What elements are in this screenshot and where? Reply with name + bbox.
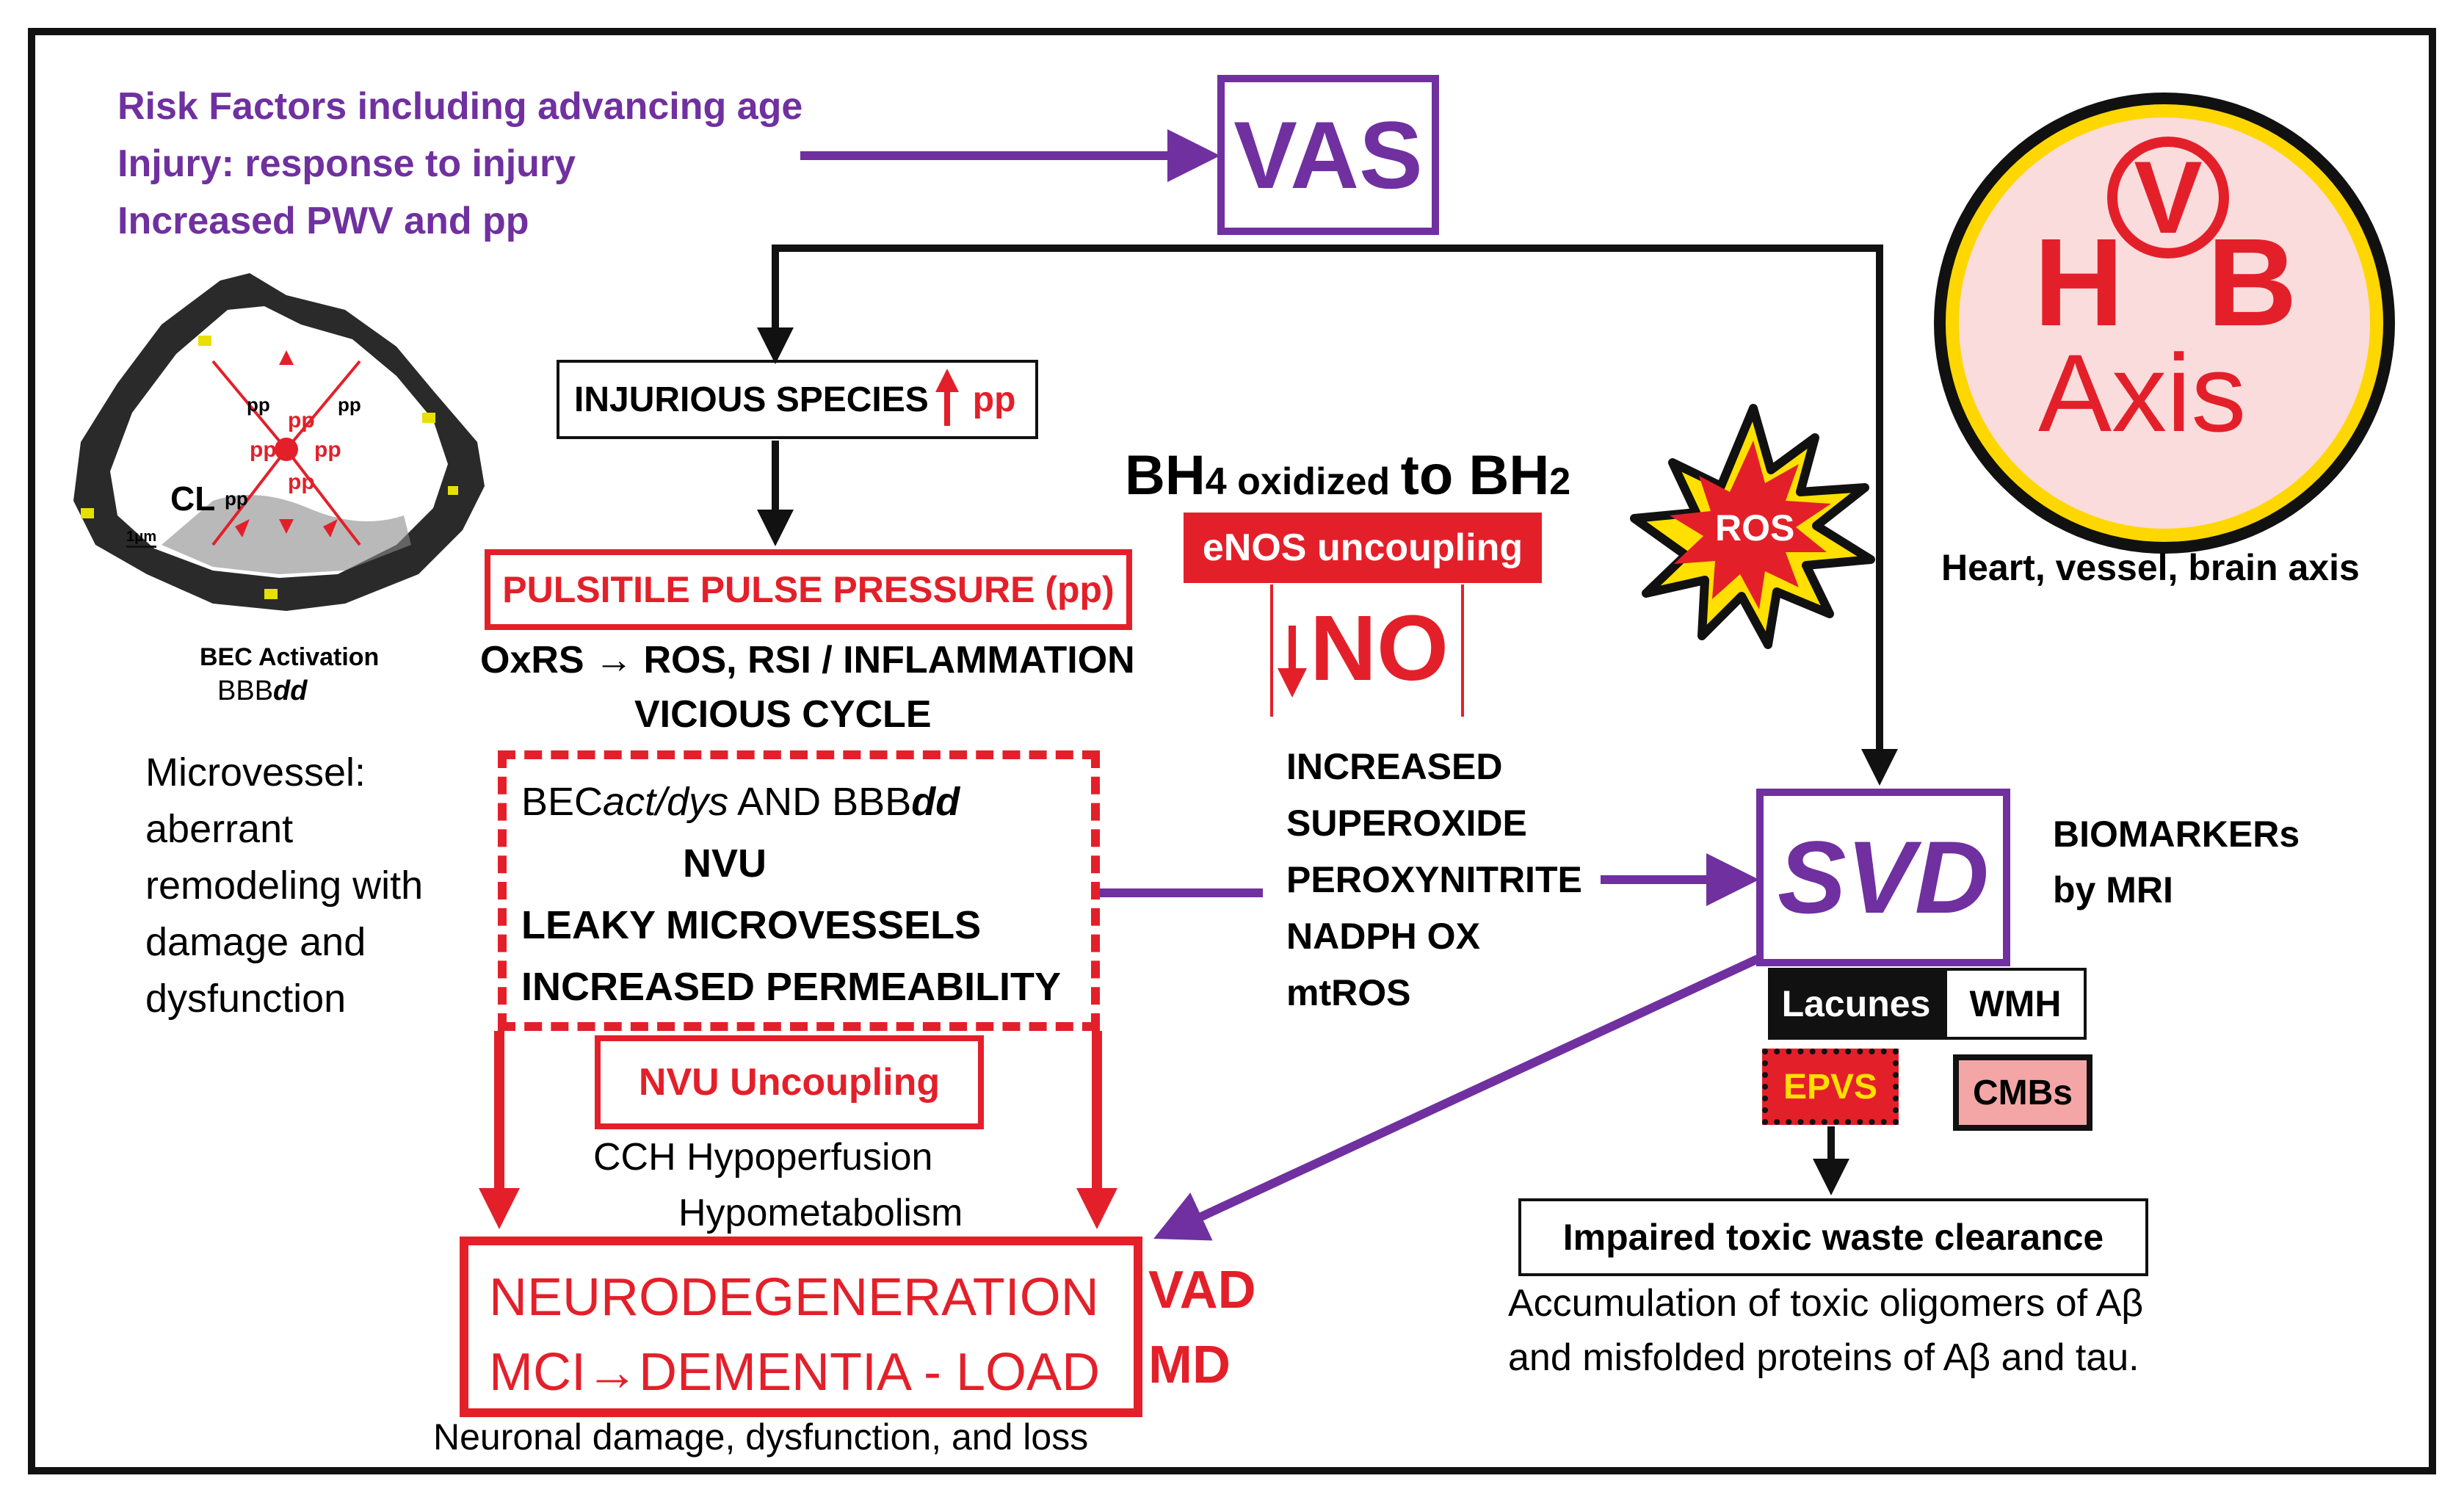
accumulation-line: Accumulation of toxic oligomers of Aβ: [1508, 1282, 2144, 1325]
neuronal-damage-text: Neuronal damage, dysfunction, and loss: [433, 1416, 1089, 1458]
biomarkers-line: BIOMARKERs: [2053, 814, 2300, 855]
wmh-badge: WMH: [1944, 968, 2087, 1040]
micro-pp-label: pp: [338, 394, 361, 416]
micro-scale-bar: 1μm: [126, 529, 157, 548]
micro-pp-red-label: pp: [288, 470, 315, 494]
microvessel-line: damage and: [145, 920, 366, 964]
micro-pp-label: pp: [225, 488, 248, 510]
pulsatile-pulse-pressure-box: PULSITILE PULSE PRESSURE (pp): [485, 549, 1132, 630]
microvessel-description: Microvessel: aberrant remodeling with da…: [145, 745, 423, 1027]
biomarkers-text: BIOMARKERs by MRI: [2053, 806, 2300, 918]
bec-title: BECact/dys AND BBBdd: [521, 771, 1076, 833]
micro-cl-label: CL: [170, 479, 216, 518]
bec-dd: dd: [911, 780, 960, 824]
cmbs-badge: CMBs: [1953, 1054, 2092, 1131]
injurious-species-text: INJURIOUS SPECIES: [574, 380, 929, 419]
outer-frame: [28, 28, 2436, 1474]
risk-factors: Risk Factors including advancing age Inj…: [117, 78, 802, 250]
micro-pp-red-label: pp: [250, 438, 277, 462]
microvessel-line: aberrant: [145, 807, 294, 851]
vad-label: VAD: [1148, 1261, 1256, 1319]
accumulation-text: Accumulation of toxic oligomers of Aβ an…: [1508, 1276, 2143, 1385]
bh4-sub: 4: [1205, 460, 1227, 503]
increased-item: SUPEROXIDE: [1286, 803, 1527, 844]
micro-bbb-text: BBB: [217, 676, 274, 706]
bec-middle: AND BBB: [728, 780, 912, 824]
epvs-badge: EPVS: [1762, 1049, 1899, 1125]
vhb-b-letter: B: [2207, 213, 2297, 352]
increased-item: mtROS: [1286, 972, 1411, 1013]
waste-clearance-box: Impaired toxic waste clearance: [1518, 1198, 2148, 1276]
svd-to-neuro-arrow: [1153, 955, 1760, 1241]
vhb-caption: Heart, vessel, brain axis: [1941, 547, 2360, 588]
oxrs-text: OxRS → ROS, RSI / INFLAMMATION VICIOUS C…: [480, 633, 1135, 742]
accumulation-line: and misfolded proteins of Aβ and tau.: [1508, 1336, 2139, 1379]
increased-item: NADPH OX: [1286, 916, 1480, 957]
vhb-v-letter: V: [2134, 140, 2203, 255]
nvu-uncoupling-box: NVU Uncoupling: [595, 1035, 984, 1129]
enos-uncoupling-box: eNOS uncoupling: [1184, 513, 1542, 583]
microvessel-line: remodeling with: [145, 864, 424, 908]
vas-box: VAS: [1217, 75, 1439, 235]
bec-nvu: NVU: [683, 841, 767, 886]
microvessel-line: Microvessel:: [145, 750, 366, 794]
bh4-to: to BH: [1400, 444, 1550, 507]
oxrs-line-1: OxRS → ROS, RSI / INFLAMMATION: [480, 639, 1135, 681]
oxrs-line-2: VICIOUS CYCLE: [634, 693, 932, 736]
no-label: NO: [1310, 596, 1449, 700]
cch-line-2: Hypometabolism: [678, 1192, 963, 1234]
risk-factor-line: Increased PWV and pp: [117, 200, 529, 242]
bec-permeability: INCREASED PERMEABILITY: [521, 965, 1062, 1009]
neurodegeneration-box: NEURODEGENERATION MCI→DEMENTIA - LOAD: [460, 1237, 1142, 1417]
biomarkers-line: by MRI: [2053, 869, 2173, 911]
increased-list: INCREASED SUPEROXIDE PEROXYNITRITE NADPH…: [1286, 739, 1582, 1021]
micro-pp-red-label: pp: [314, 438, 341, 462]
vhb-h-letter: H: [2034, 213, 2124, 352]
bec-italic: act/dys: [603, 780, 729, 824]
increased-item: INCREASED: [1286, 746, 1503, 787]
risk-factor-line: Injury: response to injury: [117, 142, 576, 185]
microvessel-image: [73, 273, 485, 611]
injurious-species-pp: pp: [972, 380, 1016, 419]
micro-bbb-label: BBBdd: [217, 676, 307, 707]
bh4-oxidized: oxidized: [1226, 460, 1401, 503]
bh4-sub2: 2: [1549, 460, 1571, 503]
lacunes-badge: Lacunes: [1768, 968, 1944, 1040]
increased-item: PEROXYNITRITE: [1286, 859, 1582, 900]
cch-line-1: CCH Hypoperfusion: [593, 1136, 933, 1179]
microvessel-line: dysfunction: [145, 977, 347, 1021]
bh4-text: BH4 oxidized to BH2: [1125, 444, 1570, 507]
micro-pp-label: pp: [247, 394, 270, 416]
bec-leaky: LEAKY MICROVESSELS: [521, 903, 982, 947]
vas-to-svd-arrow: [772, 245, 1898, 786]
micro-bbb-dd: dd: [273, 676, 308, 706]
md-label: MD: [1148, 1336, 1231, 1394]
neuro-line-2: MCI→DEMENTIA - LOAD: [489, 1343, 1101, 1402]
micro-pp-red-label: pp: [288, 408, 315, 432]
bh4-bh: BH: [1125, 444, 1206, 507]
bec-prefix: BEC: [521, 780, 604, 824]
injurious-species-box: INJURIOUS SPECIES pp: [557, 360, 1038, 439]
micro-bec-activation: BEC Activation: [200, 643, 380, 671]
risk-factor-line: Risk Factors including advancing age: [117, 85, 803, 128]
bec-dashed-box: BECact/dys AND BBBdd NVU LEAKY MICROVESS…: [498, 750, 1100, 1031]
vhb-axis-label: Axis: [2038, 331, 2247, 455]
cch-text: CCH Hypoperfusion Hypometabolism: [593, 1129, 963, 1241]
svd-box: SVD: [1756, 789, 2010, 966]
neuro-line-1: NEURODEGENERATION: [489, 1268, 1099, 1327]
ros-label: ROS: [1715, 507, 1795, 549]
